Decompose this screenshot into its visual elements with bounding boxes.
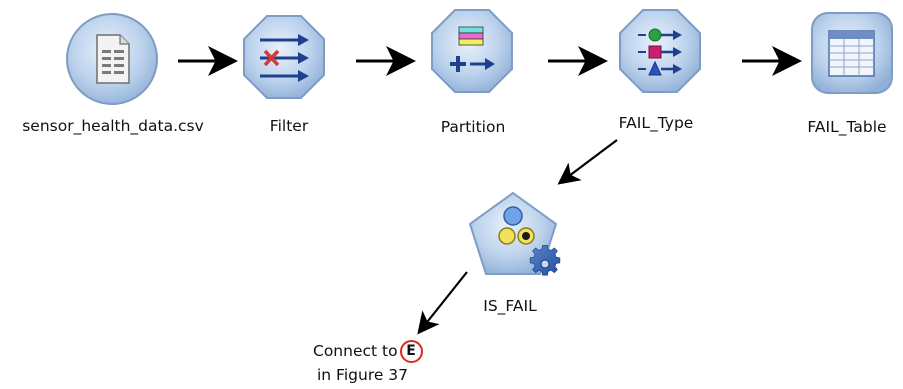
node-filter[interactable] — [243, 15, 325, 99]
type-icon — [638, 28, 682, 76]
model-nugget-icon — [498, 206, 561, 276]
partition-icon — [450, 26, 495, 72]
node-label-table: FAIL_Table — [807, 118, 887, 136]
table-icon — [828, 30, 875, 77]
connector-badge: E — [399, 340, 423, 363]
node-type[interactable] — [619, 9, 701, 93]
node-model[interactable] — [468, 191, 561, 276]
node-table[interactable] — [811, 12, 893, 94]
node-label-source: sensor_health_data.csv — [22, 117, 204, 135]
connector-subtext: in Figure 37 — [317, 366, 409, 384]
node-label-type: FAIL_Type — [618, 114, 694, 132]
connector-text: Connect to — [313, 342, 398, 360]
node-label-filter: Filter — [269, 117, 309, 135]
arrow-type-model — [557, 139, 618, 185]
node-label-partition: Partition — [440, 118, 506, 136]
node-source[interactable] — [66, 13, 158, 105]
csv-file-icon — [96, 34, 130, 84]
arrow-model-connector — [417, 271, 468, 335]
node-partition[interactable] — [431, 9, 513, 93]
node-label-model: IS_FAIL — [483, 297, 537, 315]
filter-icon — [260, 34, 309, 82]
